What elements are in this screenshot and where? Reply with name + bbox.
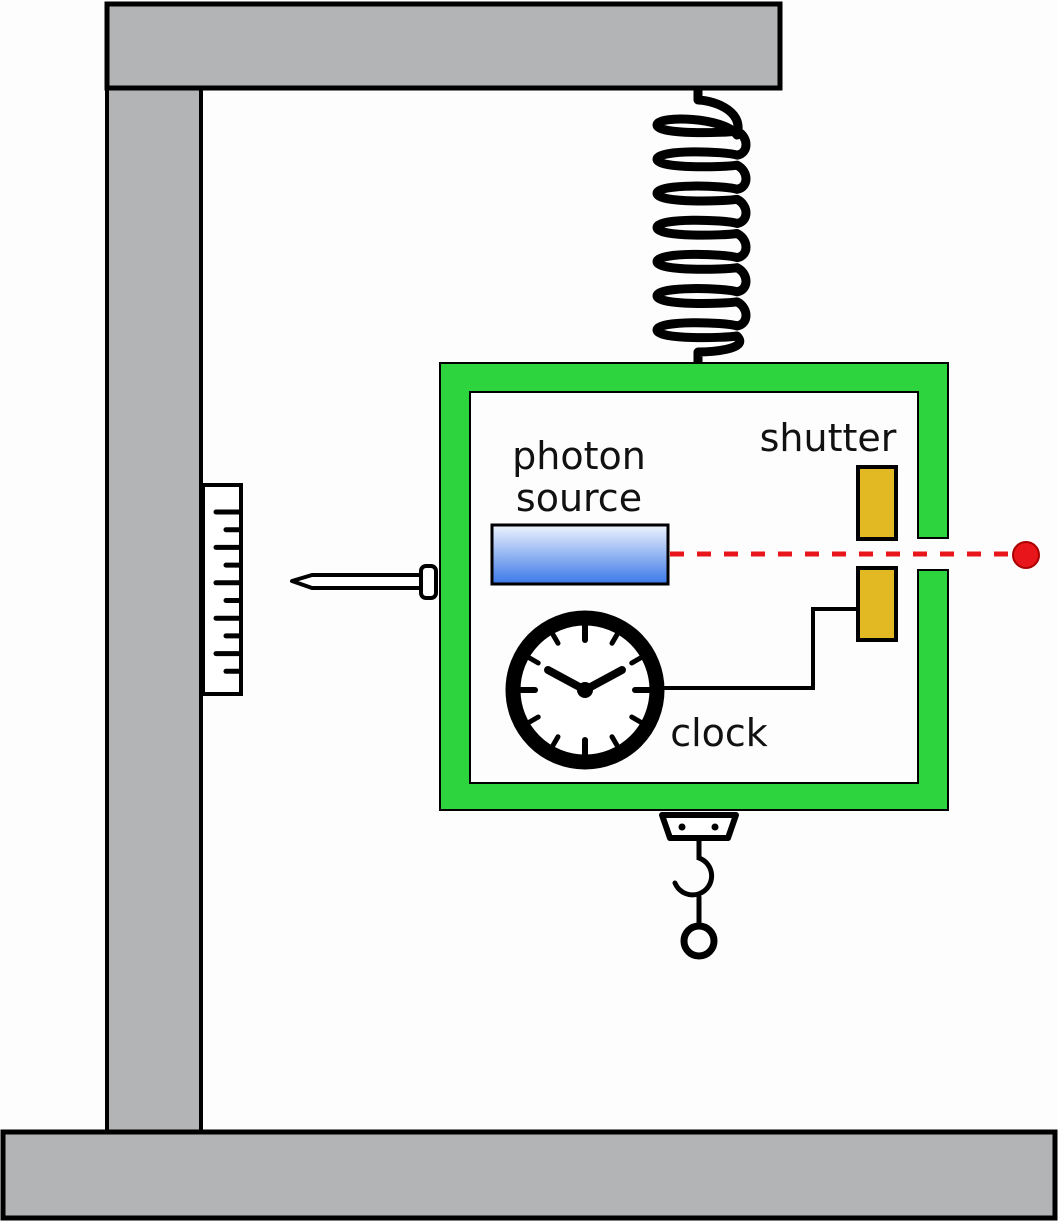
spring: [652, 85, 751, 367]
shutter-label: shutter: [760, 416, 897, 460]
photon-source-label-line1: photon: [512, 434, 646, 478]
vertical-post: [105, 85, 203, 1135]
shutter: shutter: [760, 416, 898, 642]
clock-tick: [550, 734, 561, 748]
clock-tick: [609, 632, 620, 646]
shutter-lower: [856, 566, 898, 642]
clock-tick: [609, 734, 620, 748]
clock-tick: [629, 655, 643, 666]
clock-icon: [505, 610, 665, 770]
box-wall: [439, 362, 949, 811]
clock-shutter-wire: [664, 607, 858, 690]
clock-tick: [629, 714, 643, 725]
clock-tick: [550, 632, 561, 646]
pointer: [290, 564, 438, 600]
top-beam: [104, 1, 783, 91]
photon-dot: [1012, 541, 1040, 569]
spring-coil: [652, 85, 751, 367]
photon-source: photon source: [490, 434, 670, 586]
clock-tick: [527, 714, 541, 725]
shutter-upper: [856, 465, 898, 541]
base: [0, 1129, 1058, 1221]
box: [439, 362, 949, 811]
ruler: [201, 483, 243, 696]
photon-source-label-line2: source: [516, 476, 642, 520]
hook-icon: [659, 812, 739, 960]
clock-tick: [527, 655, 541, 666]
clock-label: clock: [670, 711, 768, 755]
